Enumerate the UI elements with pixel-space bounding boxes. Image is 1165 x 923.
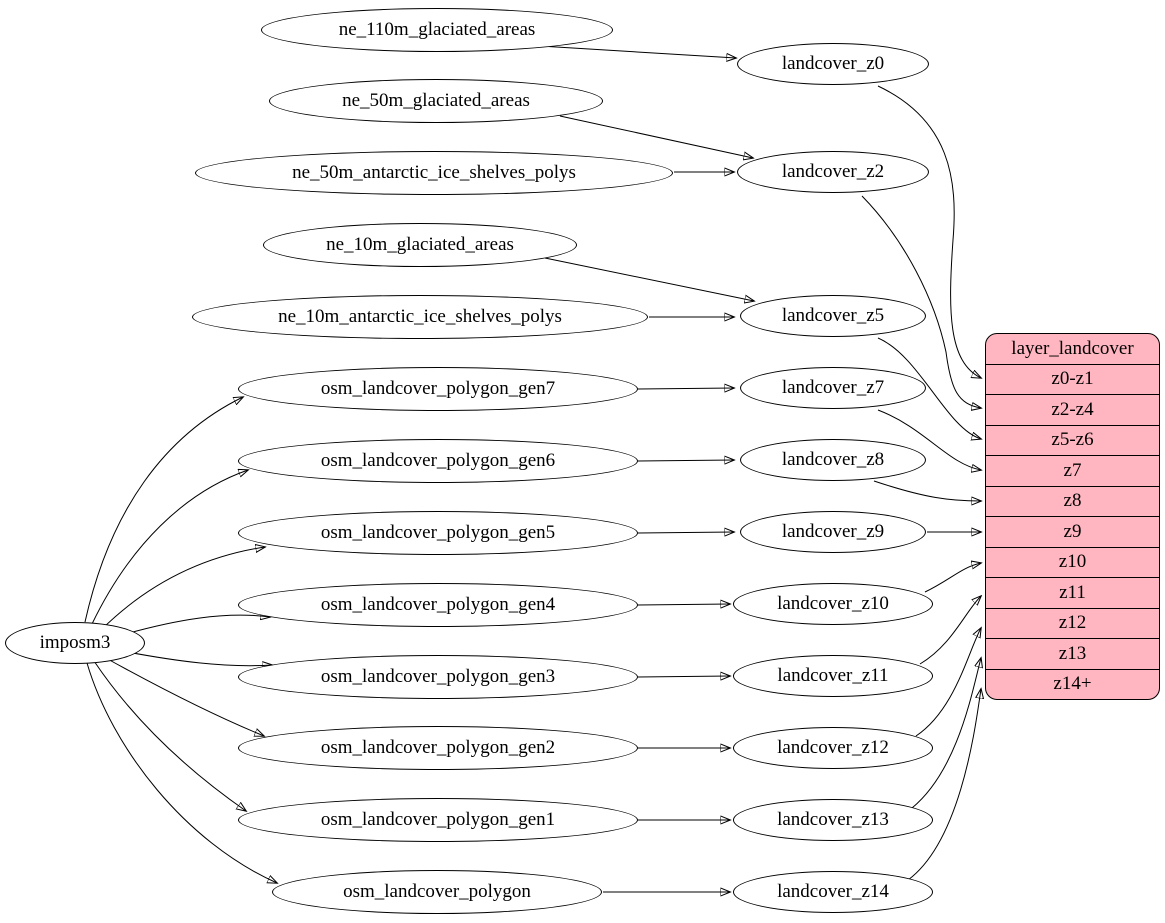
edge-gen5-to-z9 bbox=[637, 532, 734, 533]
edge-gen4-to-z10 bbox=[637, 604, 730, 605]
edge-imposm3-to-gen4 bbox=[121, 615, 270, 636]
edge-ne110m-to-z0 bbox=[539, 45, 736, 58]
record-row-z11: z11 bbox=[986, 577, 1159, 608]
edge-ne50m-glaciated-to-z2 bbox=[559, 115, 753, 158]
node-ne-10m-antarctic-ice-shelves-polys: ne_10m_antarctic_ice_shelves_polys bbox=[192, 295, 648, 339]
record-row-z5-z6: z5-z6 bbox=[986, 424, 1159, 456]
record-row-z2-z4: z2-z4 bbox=[986, 394, 1159, 425]
edge-z12-to-row bbox=[915, 628, 981, 737]
edge-imposm3-to-gen6 bbox=[91, 470, 248, 625]
node-ne-110m-glaciated-areas: ne_110m_glaciated_areas bbox=[261, 8, 613, 52]
node-landcover-z14: landcover_z14 bbox=[733, 871, 933, 913]
edge-imposm3-to-gen2 bbox=[103, 656, 264, 736]
node-osm-landcover-polygon-gen2: osm_landcover_polygon_gen2 bbox=[238, 726, 638, 770]
node-landcover-z0: landcover_z0 bbox=[737, 43, 929, 85]
edge-gen3-to-z11 bbox=[637, 676, 730, 677]
node-osm-landcover-polygon-gen4: osm_landcover_polygon_gen4 bbox=[238, 583, 638, 627]
node-ne-50m-glaciated-areas: ne_50m_glaciated_areas bbox=[269, 79, 603, 123]
edge-imposm3-to-gen7 bbox=[84, 397, 243, 623]
record-row-z7: z7 bbox=[986, 455, 1159, 486]
edge-z2-to-row bbox=[861, 195, 981, 408]
edge-z11-to-row bbox=[919, 596, 981, 665]
node-ne-50m-antarctic-ice-shelves-polys: ne_50m_antarctic_ice_shelves_polys bbox=[195, 151, 673, 195]
node-osm-landcover-polygon-gen1: osm_landcover_polygon_gen1 bbox=[238, 798, 638, 842]
edge-z7-to-row bbox=[877, 409, 981, 470]
node-landcover-z9: landcover_z9 bbox=[740, 511, 926, 553]
node-landcover-z12: landcover_z12 bbox=[733, 727, 933, 769]
node-osm-landcover-polygon-gen6: osm_landcover_polygon_gen6 bbox=[238, 439, 638, 483]
node-osm-landcover-polygon-gen5: osm_landcover_polygon_gen5 bbox=[238, 511, 638, 555]
record-row-z14plus: z14+ bbox=[986, 668, 1159, 700]
edge-imposm3-to-polygon bbox=[86, 662, 277, 883]
node-landcover-z11: landcover_z11 bbox=[733, 655, 933, 697]
edge-ne10m-glaciated-to-z5 bbox=[544, 257, 754, 301]
node-landcover-z10: landcover_z10 bbox=[733, 583, 933, 625]
node-landcover-z13: landcover_z13 bbox=[733, 799, 933, 841]
node-imposm3: imposm3 bbox=[5, 622, 145, 664]
edge-z14-to-row bbox=[907, 689, 981, 881]
node-landcover-z2: landcover_z2 bbox=[737, 151, 929, 193]
node-osm-landcover-polygon-gen7: osm_landcover_polygon_gen7 bbox=[238, 367, 638, 411]
record-row-z9: z9 bbox=[986, 516, 1159, 547]
edge-z10-to-row bbox=[924, 563, 981, 593]
node-osm-landcover-polygon: osm_landcover_polygon bbox=[272, 870, 602, 914]
record-row-z8: z8 bbox=[986, 485, 1159, 517]
node-landcover-z8: landcover_z8 bbox=[740, 439, 926, 481]
edge-z5-to-row bbox=[877, 337, 981, 439]
node-landcover-z7: landcover_z7 bbox=[740, 367, 926, 409]
record-row-z12: z12 bbox=[986, 607, 1159, 639]
record-row-z0-z1: z0-z1 bbox=[986, 363, 1159, 395]
edge-gen6-to-z8 bbox=[637, 460, 734, 461]
record-row-z13: z13 bbox=[986, 638, 1159, 669]
node-landcover-z5: landcover_z5 bbox=[740, 295, 926, 337]
node-osm-landcover-polygon-gen3: osm_landcover_polygon_gen3 bbox=[238, 655, 638, 699]
record-layer-landcover: layer_landcover z0-z1 z2-z4 z5-z6 z7 z8 … bbox=[985, 333, 1160, 700]
edge-imposm3-to-gen1 bbox=[93, 660, 246, 811]
edge-z13-to-row bbox=[911, 658, 981, 809]
record-row-z10: z10 bbox=[986, 546, 1159, 578]
edge-imposm3-to-gen3 bbox=[121, 650, 272, 666]
edge-imposm3-to-gen5 bbox=[101, 547, 265, 630]
edge-z8-to-row bbox=[873, 480, 981, 501]
node-ne-10m-glaciated-areas: ne_10m_glaciated_areas bbox=[263, 223, 577, 267]
record-title: layer_landcover bbox=[1011, 337, 1134, 359]
edge-z0-to-row bbox=[877, 85, 981, 378]
edge-gen7-to-z7 bbox=[637, 388, 734, 389]
